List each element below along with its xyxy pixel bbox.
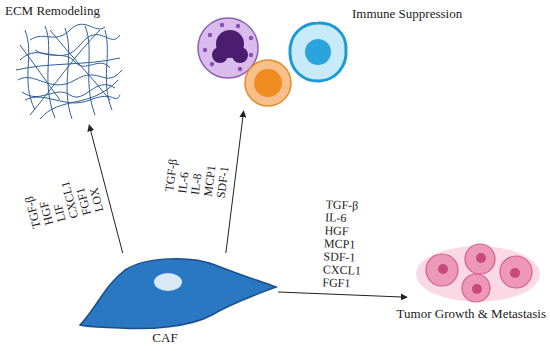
macrophage-cell bbox=[290, 23, 346, 81]
tumor-cells-part bbox=[510, 268, 520, 278]
granulocyte-cell-part bbox=[249, 36, 253, 40]
fibroblast-cell-part bbox=[80, 259, 276, 329]
ecm-mesh-part bbox=[20, 35, 120, 60]
tumor-cells-part bbox=[472, 284, 482, 294]
lymphocyte-cell bbox=[245, 60, 291, 106]
node-heading: Tumor Growth & Metastasis bbox=[397, 306, 546, 321]
node-heading: Immune Suppression bbox=[352, 6, 462, 21]
granulocyte-cell-part bbox=[212, 47, 228, 63]
granulocyte-cell-part bbox=[249, 53, 253, 57]
tumor-cells-part bbox=[500, 256, 532, 288]
granulocyte-cell-part bbox=[210, 62, 214, 66]
ecm-mesh-part bbox=[25, 30, 35, 110]
granulocyte-cell-part bbox=[236, 24, 240, 28]
factor-list: TGF-β IL-6 IL-8 MCP1 SDF-1 bbox=[163, 156, 232, 199]
macrophage-cell-part bbox=[305, 39, 331, 65]
tumor-cells-part bbox=[438, 264, 448, 274]
granulocyte-cell-part bbox=[232, 47, 248, 63]
tumor-cells-part bbox=[426, 254, 458, 286]
factor-list: TGF-β IL-6 HGF MCP1 SDF-1 CXCL1 FGF1 bbox=[322, 198, 367, 291]
fibroblast-cell-part bbox=[154, 273, 182, 291]
lymphocyte-cell-part bbox=[245, 60, 291, 106]
ecm-mesh-part bbox=[35, 50, 110, 68]
ecm-mesh-part bbox=[40, 80, 118, 119]
granulocyte-cell-part bbox=[203, 48, 207, 52]
illustration-node: Tumor Growth & Metastasis bbox=[410, 245, 542, 303]
granulocyte-cell-part bbox=[220, 23, 224, 27]
node-heading: ECM Remodeling bbox=[5, 3, 100, 18]
granulocyte-cell-part bbox=[208, 33, 212, 37]
ecm-mesh-part bbox=[65, 28, 72, 119]
ecm-mesh-part bbox=[85, 26, 95, 115]
illustration-node: ECM Remodeling bbox=[15, 22, 125, 122]
macrophage-cell-part bbox=[290, 23, 346, 81]
ecm-mesh-part bbox=[45, 26, 55, 118]
ecm-mesh-part bbox=[20, 45, 60, 100]
cell-node: CAF bbox=[80, 255, 276, 328]
factor-list: TGF-β HGF LIF CXCL1 FGF1 LOX bbox=[20, 170, 106, 229]
tumor-cells-part bbox=[462, 274, 490, 302]
tumor-cells-part bbox=[465, 244, 495, 274]
illustration-node: Immune Suppression bbox=[195, 16, 350, 108]
connector-arrow bbox=[278, 292, 407, 297]
ecm-mesh-part bbox=[30, 30, 100, 115]
ecm-mesh bbox=[16, 24, 122, 119]
tumor-cells-part bbox=[416, 246, 540, 302]
fibroblast-cell bbox=[80, 259, 276, 329]
tumor-cells bbox=[416, 244, 540, 302]
lymphocyte-cell-part bbox=[254, 69, 282, 97]
node-heading: CAF bbox=[152, 330, 177, 345]
tumor-cells-part bbox=[476, 253, 486, 263]
ecm-mesh-part bbox=[22, 85, 115, 97]
granulocyte-cell-part bbox=[238, 67, 242, 71]
